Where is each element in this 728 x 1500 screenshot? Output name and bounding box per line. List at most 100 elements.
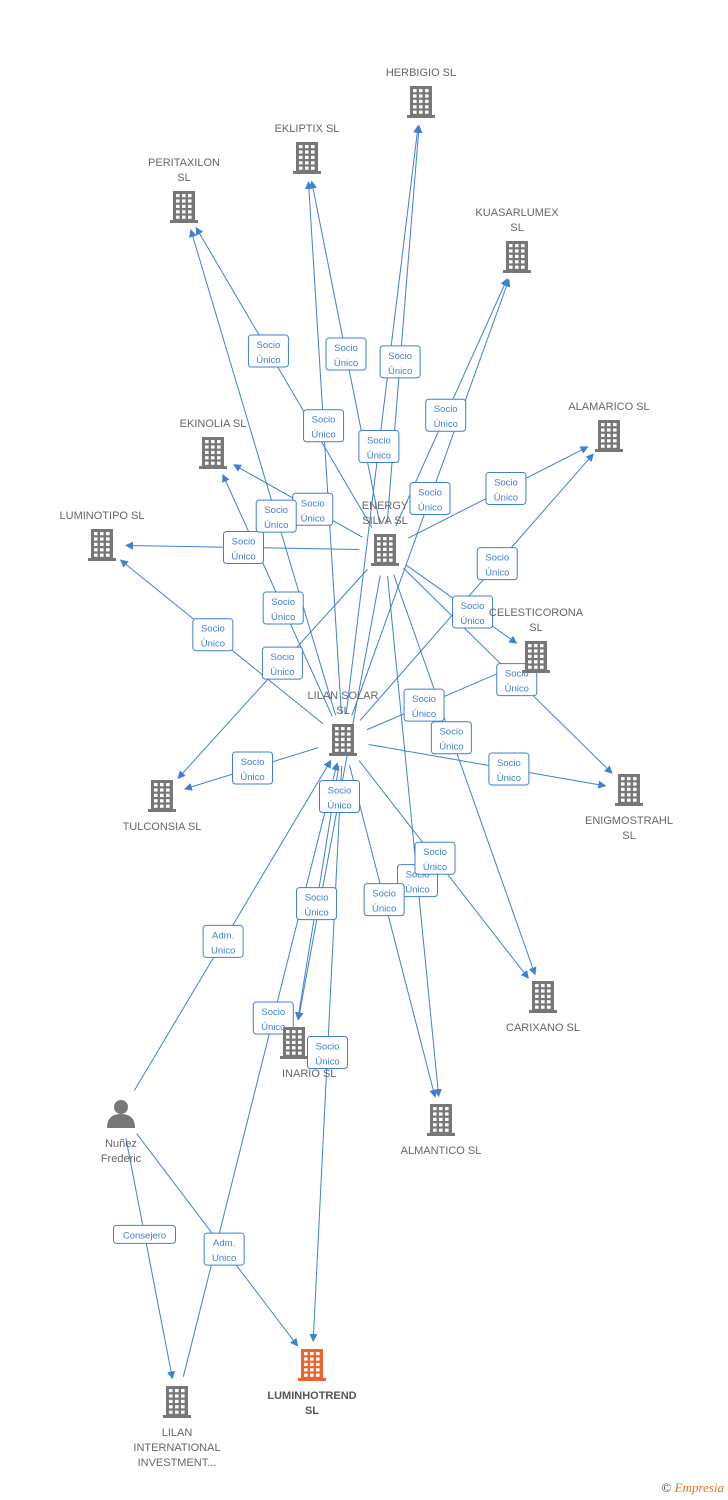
node-alamarico[interactable]: ALAMARICO SL <box>568 401 650 452</box>
edge-label-text: Socio <box>412 694 436 705</box>
edge-label-text: Único <box>494 492 518 503</box>
node-inario[interactable]: INARIO SL <box>280 1027 336 1080</box>
building-icon <box>371 534 399 566</box>
edge-label-nunez-luminhotrend[interactable]: Adm.Unico <box>203 1232 245 1266</box>
node-carixano[interactable]: CARIXANO SL <box>506 981 580 1034</box>
edge-label-text: Socio <box>271 652 295 663</box>
edge-label-text: Único <box>412 709 436 720</box>
building-icon <box>522 641 550 673</box>
building-icon <box>595 420 623 452</box>
edge-nunez-lilanintl <box>125 1138 176 1380</box>
edge-label-text: Único <box>304 908 328 919</box>
edge-label-text: Socio <box>461 601 485 612</box>
edge-label-text: Único <box>423 862 447 873</box>
copyright-symbol: © <box>661 1480 672 1495</box>
edge-label-text: Único <box>315 1057 339 1068</box>
node-label: LILAN SOLAR <box>308 690 379 702</box>
edges-layer <box>119 124 613 1380</box>
edge-label-text: Unico <box>211 945 235 956</box>
node-luminotipo[interactable]: LUMINOTIPO SL <box>60 510 145 561</box>
edge-label-text: Socio <box>505 669 529 680</box>
node-tulconsia[interactable]: TULCONSIA SL <box>123 780 202 833</box>
building-icon <box>503 241 531 273</box>
edge-energy-peritaxilon <box>195 226 373 528</box>
edge-label-text: Socio <box>418 488 442 499</box>
edge-label-text: Único <box>256 355 280 366</box>
edge-label-text: Único <box>418 503 442 514</box>
edge-label-text: Único <box>485 568 509 579</box>
node-label: INVESTMENT... <box>138 1457 217 1469</box>
node-lilansolar[interactable]: LILAN SOLAR SL <box>308 690 379 756</box>
edge-label-text: Socio <box>241 757 265 768</box>
building-icon <box>148 780 176 812</box>
node-ekliptix[interactable]: EKLIPTIX SL <box>275 123 340 174</box>
edge-label-text: Único <box>264 520 288 531</box>
node-label: EKLIPTIX SL <box>275 123 340 135</box>
building-icon <box>280 1027 308 1059</box>
node-label: ENIGMOSTRAHL <box>585 815 673 827</box>
edge-label-text: Único <box>201 639 225 650</box>
edge-label-text: Socio <box>301 498 325 509</box>
edge-label-text: Único <box>405 885 429 896</box>
edge-label-text: Único <box>261 1022 285 1033</box>
edge-lilansolar-enigmostrahl <box>368 743 607 789</box>
node-herbigio[interactable]: HERBIGIO SL <box>386 67 456 118</box>
node-almantico[interactable]: ALMANTICO SL <box>401 1104 482 1157</box>
node-lilanintl[interactable]: LILANINTERNATIONALINVESTMENT... <box>133 1386 221 1469</box>
edge-energy-herbigio <box>386 124 423 525</box>
brand-name: Empresia <box>674 1480 724 1495</box>
edge-label-text: Único <box>460 616 484 627</box>
node-label: EKINOLIA SL <box>180 418 247 430</box>
edge-label-text: Adm. <box>212 930 234 941</box>
edge-label-text: Socio <box>434 404 458 415</box>
edge-lilansolar-herbigio <box>345 124 422 715</box>
edge-label-nunez-lilanintl[interactable]: Consejero <box>113 1224 177 1244</box>
edge-label-text: Único <box>311 430 335 441</box>
node-ekinolia[interactable]: EKINOLIA SL <box>180 418 247 469</box>
edge-label-nunez-lilansolar[interactable]: Adm. Unico <box>202 924 244 958</box>
edge-label-text: Único <box>231 552 255 563</box>
edge-label-text: Único <box>327 801 351 812</box>
edge-label-text: Único <box>270 667 294 678</box>
edge-label-text: Socio <box>423 847 447 858</box>
footer-brand[interactable]: © Empresia <box>662 1480 725 1496</box>
edge-label-text: Unico <box>212 1253 236 1264</box>
edge-labels-layer: SocioÚnicoSocioÚnicoSocioÚnicoSocioÚnico… <box>113 334 538 1266</box>
node-label: SL <box>336 705 349 717</box>
